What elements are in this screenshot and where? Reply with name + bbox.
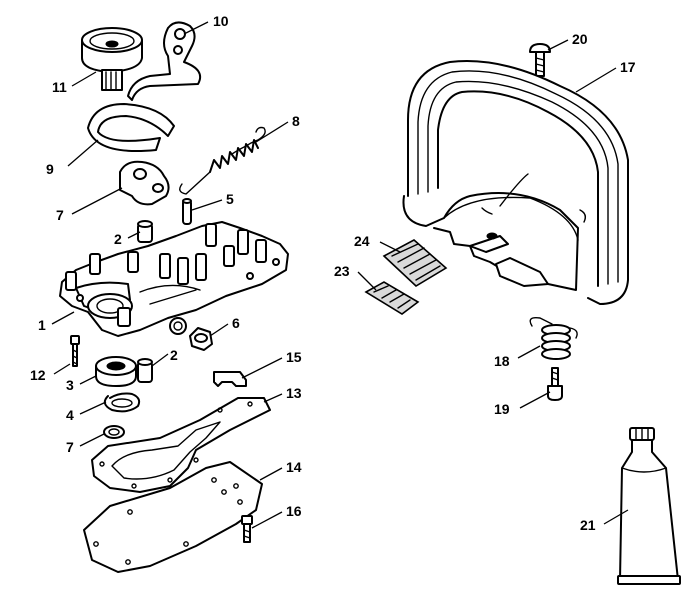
part-11-lever — [127, 21, 202, 101]
callout-23: 23 — [334, 263, 350, 279]
part-3-ball-bearing — [95, 356, 137, 387]
leader-lines — [51, 21, 629, 529]
part-16-slide — [213, 371, 247, 387]
part-22-grease-tube — [617, 427, 681, 585]
callout-2-lower: 2 — [170, 347, 178, 363]
callout-15: 14 — [286, 459, 302, 475]
callout-3: 3 — [66, 377, 74, 393]
callout-17: 16 — [286, 503, 302, 519]
callout-24: 24 — [354, 233, 370, 249]
part-14-gasket — [91, 397, 271, 493]
callout-14: 13 — [286, 385, 302, 401]
part-7-retaining-ring — [103, 425, 125, 439]
part-2-sleeve-lower — [137, 358, 153, 383]
part-6-plug-screw — [189, 327, 213, 351]
part-9-tension-spring — [179, 126, 266, 195]
callout-13: 12 — [30, 367, 46, 383]
part-4-circlip — [103, 392, 141, 413]
callout-5: 5 — [226, 191, 234, 207]
part-19-torsion-spring — [529, 316, 578, 360]
part-10-spring-band — [87, 103, 175, 153]
callout-12: 11 — [52, 79, 67, 95]
callout-9: 8 — [292, 113, 300, 129]
part-18-front-handle — [402, 60, 629, 305]
callout-10: 9 — [46, 161, 54, 177]
part-17-screw — [241, 515, 253, 543]
part-13-screw — [70, 335, 80, 367]
part-1-gear-housing — [59, 221, 289, 337]
part-23-grip-pad — [364, 281, 420, 315]
callout-4: 4 — [66, 407, 74, 423]
callout-1: 1 — [38, 317, 46, 333]
callout-7: 7 — [66, 439, 74, 455]
callout-16: 15 — [286, 349, 302, 365]
callout-6: 6 — [232, 315, 240, 331]
callout-20: 19 — [494, 401, 510, 417]
callout-labels: 10 11 9 8 7 5 2 1 6 12 2 3 4 7 15 13 14 … — [30, 13, 636, 533]
callout-18: 17 — [620, 59, 636, 75]
part-21-screw — [529, 43, 551, 77]
callout-21: 20 — [572, 31, 588, 47]
part-12-clutch-drum — [81, 27, 143, 91]
callout-19: 18 — [494, 353, 510, 369]
callout-22: 21 — [580, 517, 596, 533]
callout-8: 7 — [56, 207, 64, 223]
part-20-screw — [547, 367, 563, 401]
part-15-cover-plate — [83, 461, 263, 573]
callout-2-upper: 2 — [114, 231, 122, 247]
part-5-pin — [182, 198, 192, 225]
part-2-sleeve-upper — [137, 220, 153, 243]
housing-boss — [169, 317, 187, 335]
part-8-bracket — [119, 160, 170, 206]
part-24-grip-pad — [382, 239, 448, 287]
callout-11: 10 — [213, 13, 229, 29]
